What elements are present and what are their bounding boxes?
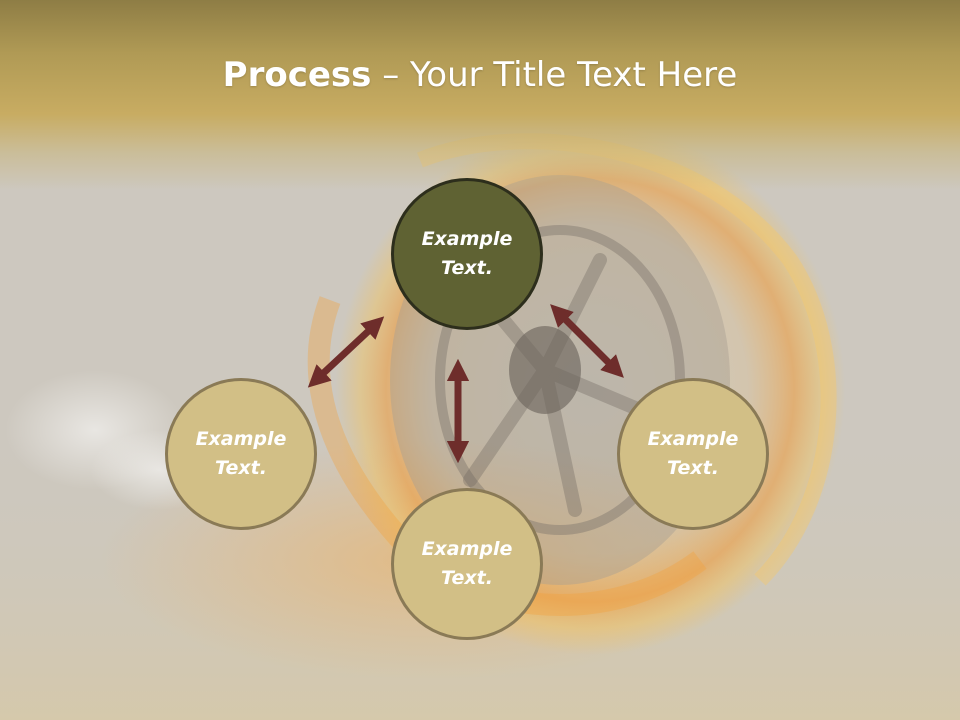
process-node-top-label: Example Text. <box>421 228 513 279</box>
process-node-bottom[interactable]: Example Text. <box>391 488 543 640</box>
process-node-right-label: Example Text. <box>647 428 739 479</box>
process-node-top[interactable]: Example Text. <box>391 178 543 330</box>
title-band <box>0 0 960 190</box>
slide-title: Process – Your Title Text Here <box>0 52 960 98</box>
process-node-bottom-label: Example Text. <box>421 538 513 589</box>
title-separator: – <box>371 55 411 95</box>
arrow-top-left <box>307 316 385 388</box>
arrow-top-right <box>550 304 624 378</box>
process-node-right[interactable]: Example Text. <box>617 378 769 530</box>
process-node-left-label: Example Text. <box>195 428 287 479</box>
process-node-left[interactable]: Example Text. <box>165 378 317 530</box>
title-strong: Process <box>222 55 372 95</box>
title-rest: Your Title Text Here <box>410 55 738 95</box>
